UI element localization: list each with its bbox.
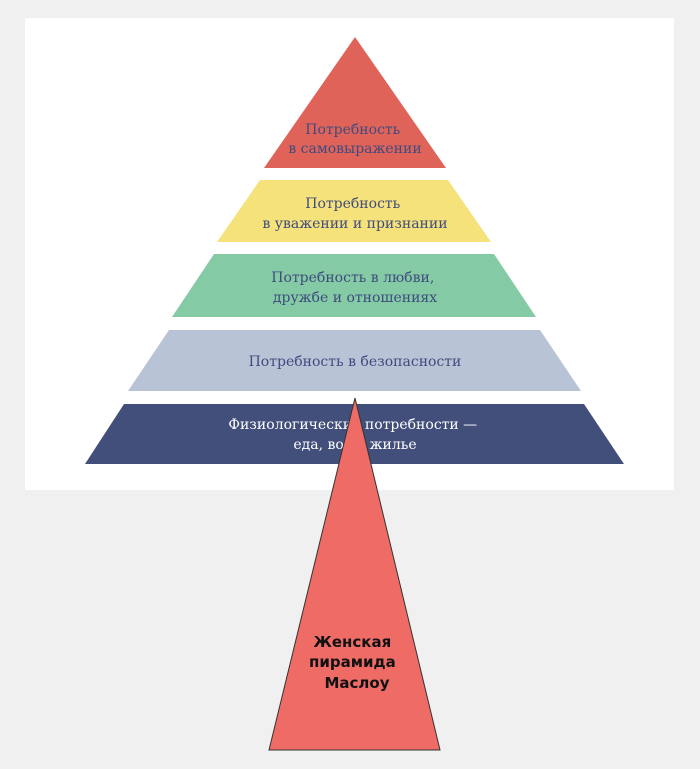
level-label-line: Потребность — [305, 122, 400, 138]
level-safety: Потребность в безопасности — [128, 330, 581, 391]
level-self-actualization: Потребность в самовыражении — [264, 37, 446, 168]
svg-text:Потребность в самовыраже: Потребность в самовыражении — [288, 122, 421, 157]
level-label-line: Потребность в любви, — [271, 270, 434, 286]
level-label-line: в самовыражении — [288, 141, 421, 157]
overlay-label-line: Женская — [314, 633, 392, 651]
overlay-triangle — [268, 397, 441, 751]
level-esteem: Потребность в уважении и признании — [217, 180, 491, 242]
svg-text:Потребность в безопасности: Потребность в безопасности — [249, 354, 462, 370]
level-label-line: в уважении и признании — [262, 216, 447, 232]
level-shape — [128, 330, 581, 391]
svg-text:Женская пирамида М: Женская пирамида Маслоу — [309, 633, 401, 692]
level-label-line: дружбе и отношениях — [273, 290, 437, 306]
level-label-line: Потребность в безопасности — [249, 354, 462, 370]
level-label-line: Потребность — [305, 196, 400, 212]
overlay-label-line: пирамида — [309, 653, 396, 671]
level-love: Потребность в любви, дружбе и отношениях — [172, 254, 536, 317]
svg-text:Потребность в уважении и: Потребность в уважении и признании — [262, 196, 447, 232]
svg-text:Потребность в любви, дру: Потребность в любви, дружбе и отношениях — [271, 270, 438, 306]
overlay-label-line: Маслоу — [324, 674, 389, 692]
female-pyramid-overlay: Женская пирамида Маслоу — [268, 397, 441, 751]
level-shape — [172, 254, 536, 317]
level-shape — [217, 180, 491, 242]
level-shape — [264, 37, 446, 168]
